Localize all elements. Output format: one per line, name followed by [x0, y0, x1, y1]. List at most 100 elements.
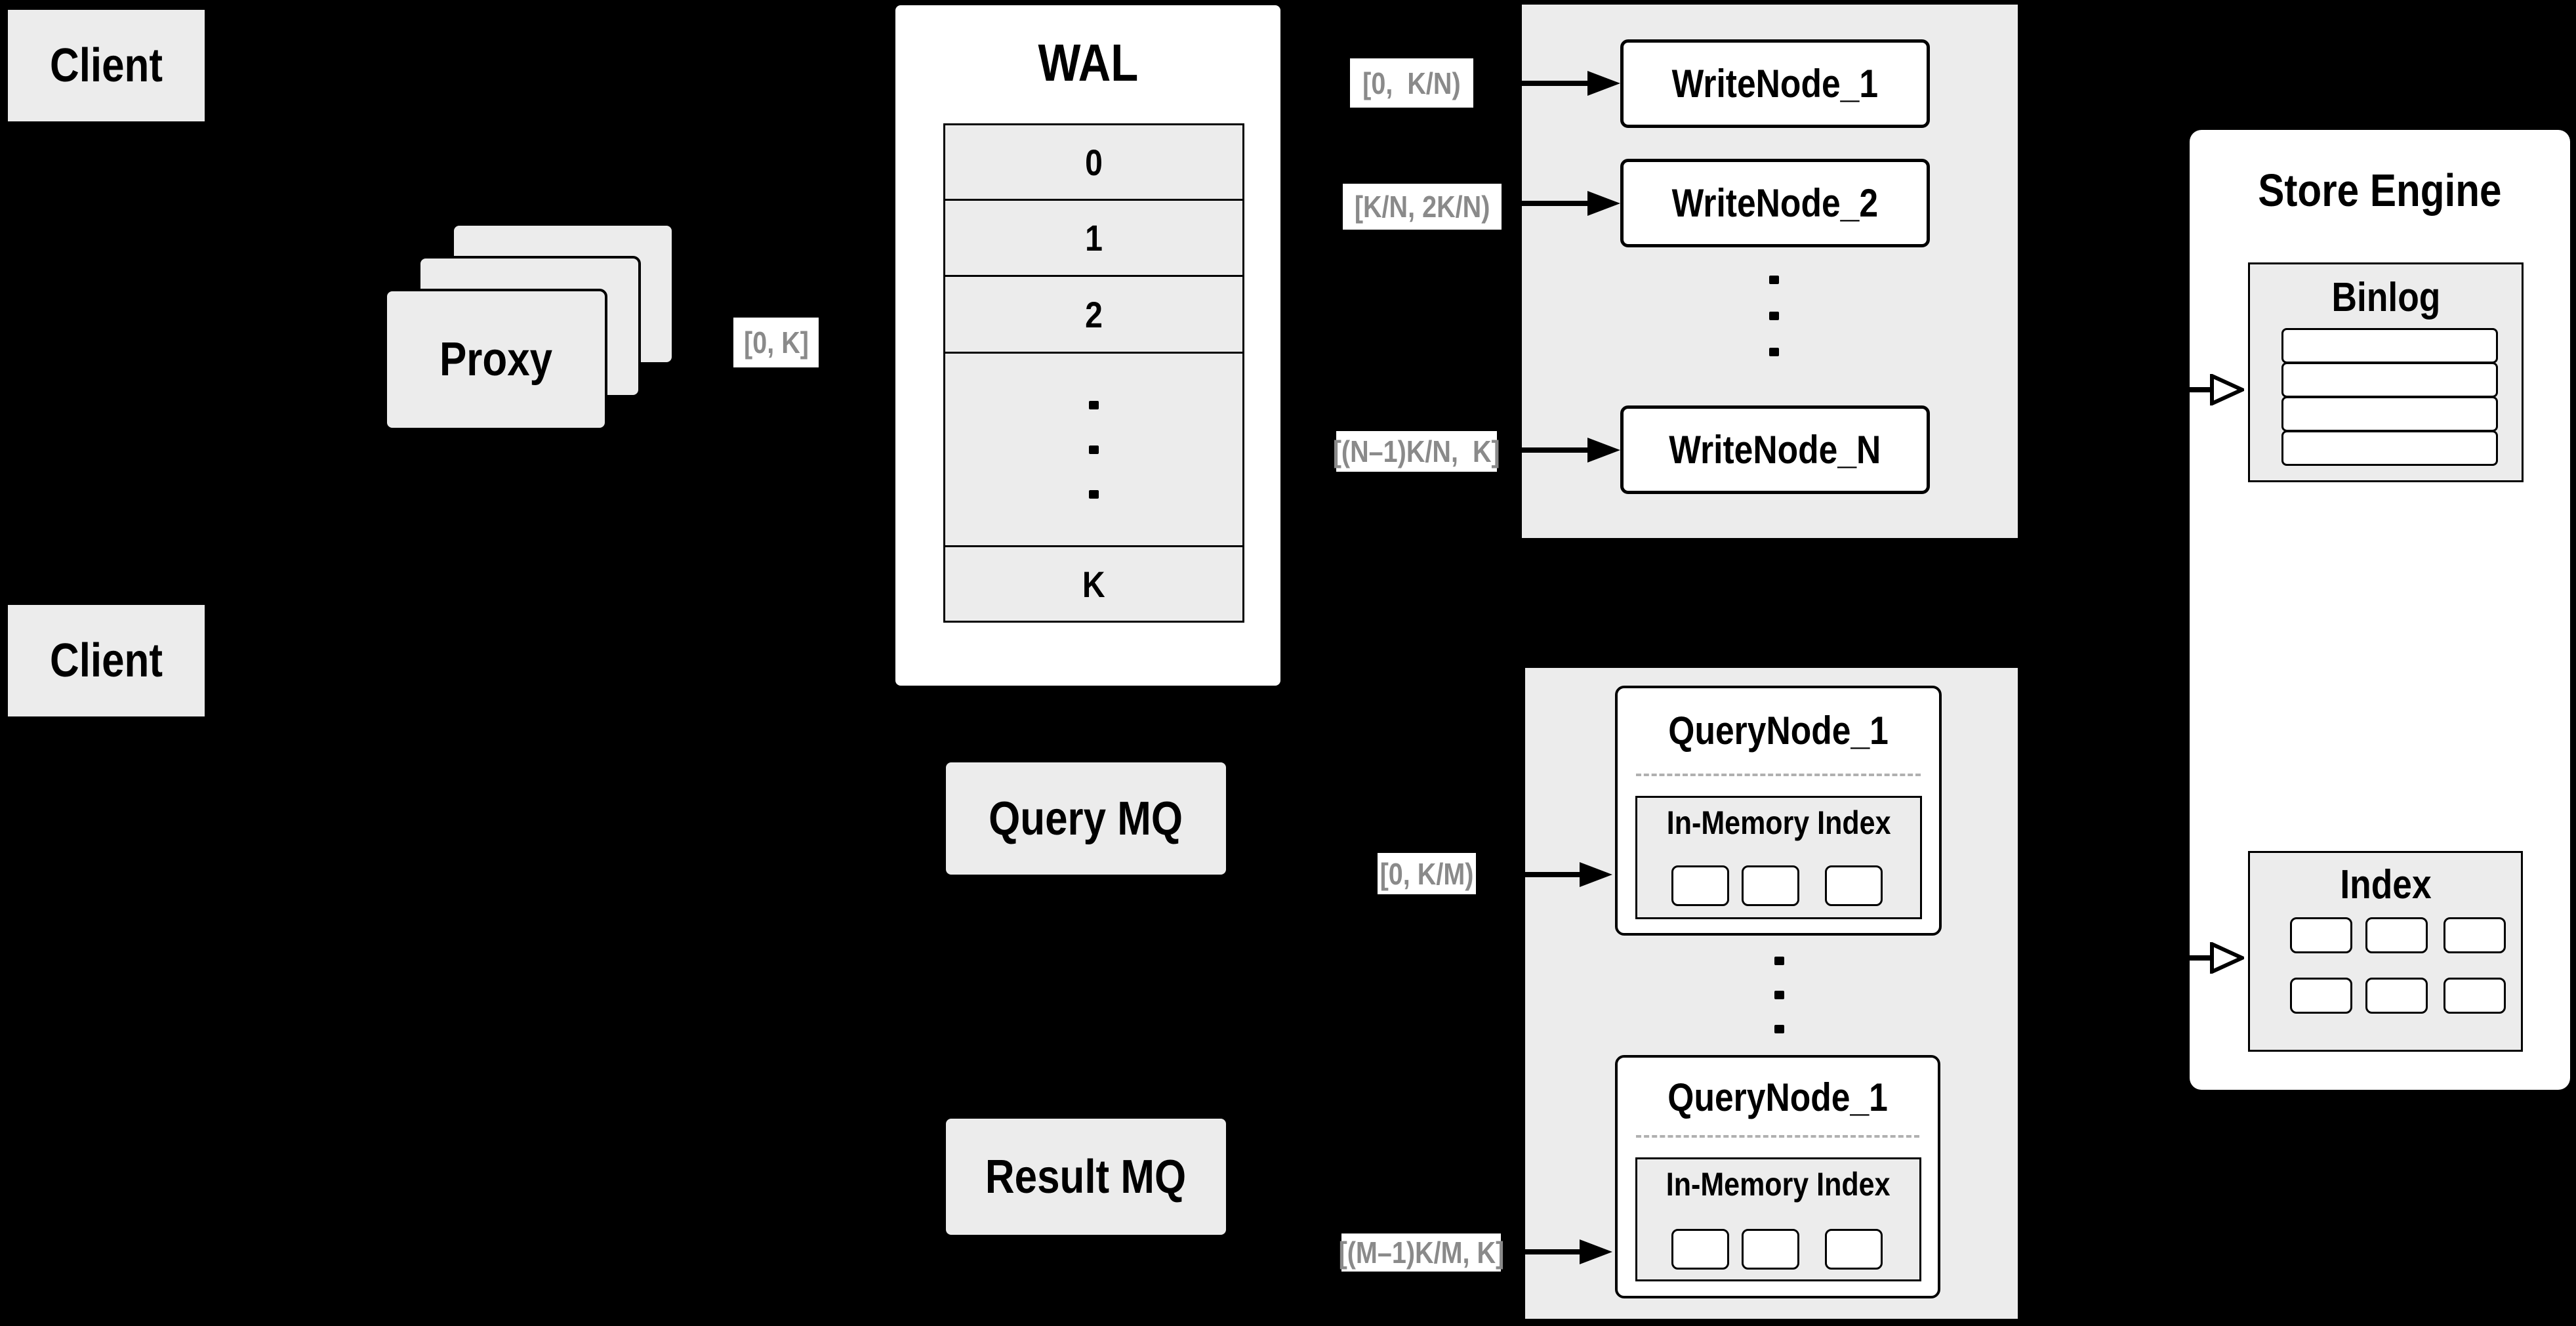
- segment-box: [1742, 865, 1799, 906]
- wal-row-k-label: K: [1082, 563, 1105, 605]
- dot: [1774, 991, 1784, 999]
- query-node-top: QueryNode_1 In-Memory Index: [1615, 686, 1942, 936]
- binlog-row: [2281, 430, 2498, 466]
- query-node-bottom: QueryNode_1 In-Memory Index: [1615, 1055, 1940, 1298]
- arrow-line-querynode-bottom: [1423, 1249, 1580, 1254]
- client-box-top: Client: [8, 10, 205, 121]
- write-vertical-ellipsis: [1769, 276, 1779, 356]
- inmemory-title-wrap: In-Memory Index: [1637, 800, 1920, 845]
- range-chip-query-1: [0, K/M): [1378, 853, 1476, 894]
- binlog-row: [2281, 362, 2498, 398]
- client-bottom-label: Client: [49, 634, 163, 687]
- binlog-box: Binlog: [2248, 262, 2524, 482]
- query-node-top-inmemory-title: In-Memory Index: [1666, 804, 1891, 841]
- segment-box: [1671, 1229, 1729, 1270]
- arrowhead-querynode-top: [1580, 862, 1612, 887]
- index-title: Index: [2339, 861, 2432, 907]
- dot: [1089, 400, 1099, 409]
- dot: [1089, 445, 1099, 454]
- query-vertical-ellipsis: [1774, 957, 1784, 1033]
- query-mq-label: Query MQ: [989, 792, 1183, 845]
- segment-box: [1742, 1229, 1799, 1270]
- index-cell: [2443, 917, 2506, 953]
- index-cell: [2443, 978, 2506, 1014]
- binlog-row: [2281, 396, 2498, 432]
- range-chip-query-m-label: [(M–1)K/M, K]: [1338, 1235, 1504, 1270]
- result-mq-box: Result MQ: [946, 1119, 1226, 1235]
- range-chip-write-1-label: [0, K/N): [1362, 66, 1461, 100]
- wal-table: 0 1 2 K: [943, 123, 1244, 623]
- arrowhead-writenode-2: [1587, 191, 1620, 216]
- arrowhead-querynode-bottom: [1580, 1239, 1612, 1264]
- range-chip-write-1: [0, K/N): [1350, 58, 1473, 108]
- index-cell: [2290, 978, 2352, 1014]
- dot: [1769, 348, 1779, 356]
- index-cell: [2365, 978, 2428, 1014]
- binlog-title: Binlog: [2331, 274, 2440, 320]
- index-cell: [2290, 917, 2352, 953]
- range-chip-proxy: [0, K]: [733, 318, 819, 367]
- store-engine-title: Store Engine: [2258, 165, 2502, 216]
- dot: [1089, 489, 1099, 499]
- index-cell: [2365, 917, 2428, 953]
- write-node-2: WriteNode_2: [1620, 159, 1930, 247]
- arrow-line-writenode-2: [1417, 201, 1587, 206]
- hollow-arrowhead-binlog: [2210, 374, 2244, 405]
- query-node-top-title: QueryNode_1: [1668, 708, 1889, 753]
- inmemory-title-wrap: In-Memory Index: [1637, 1162, 1919, 1207]
- segment-box: [1825, 1229, 1883, 1270]
- wal-row-2: 2: [945, 277, 1242, 354]
- query-node-bottom-inmemory-box: In-Memory Index: [1635, 1157, 1921, 1281]
- wal-row-2-label: 2: [1085, 293, 1103, 335]
- write-node-n: WriteNode_N: [1620, 405, 1930, 494]
- write-node-1-label: WriteNode_1: [1671, 62, 1879, 106]
- wal-panel: WAL 0 1 2 K: [895, 5, 1280, 686]
- range-chip-write-n-label: [(N–1)K/N, K]: [1333, 434, 1500, 468]
- result-mq-label: Result MQ: [985, 1150, 1187, 1203]
- query-node-top-divider: [1636, 774, 1921, 776]
- dot: [1769, 312, 1779, 320]
- arrow-line-writenode-1: [1410, 81, 1587, 86]
- wal-row-dots: [945, 354, 1242, 547]
- segment-box: [1671, 865, 1729, 906]
- range-chip-write-2-label: [K/N, 2K/N): [1354, 190, 1490, 224]
- binlog-row: [2281, 328, 2498, 363]
- proxy-card-front: Proxy: [384, 289, 607, 430]
- write-node-1: WriteNode_1: [1620, 39, 1930, 128]
- index-box: Index: [2248, 851, 2523, 1052]
- range-chip-query-m: [(M–1)K/M, K]: [1338, 1233, 1504, 1272]
- range-chip-write-n: [(N–1)K/N, K]: [1333, 431, 1500, 472]
- arrow-line-querynode-top: [1423, 872, 1580, 877]
- range-chip-proxy-label: [0, K]: [743, 325, 809, 360]
- binlog-title-wrap: Binlog: [2250, 270, 2522, 325]
- dot: [1774, 957, 1784, 965]
- wal-row-0: 0: [945, 125, 1242, 201]
- range-chip-write-2: [K/N, 2K/N): [1343, 184, 1502, 230]
- query-node-top-inmemory-box: In-Memory Index: [1635, 796, 1922, 919]
- hollow-arrowhead-index: [2210, 942, 2244, 974]
- proxy-label: Proxy: [439, 333, 553, 386]
- arrowhead-writenode-1: [1587, 71, 1620, 96]
- wal-row-1: 1: [945, 201, 1242, 277]
- arrowhead-writenode-n: [1587, 438, 1620, 463]
- query-node-bottom-inmemory-title: In-Memory Index: [1666, 1166, 1891, 1203]
- store-engine-panel: Store Engine Binlog Index: [2190, 130, 2570, 1090]
- arrow-line-writenode-n: [1417, 447, 1587, 453]
- arrow-line-binlog: [2138, 387, 2214, 392]
- range-chip-query-1-label: [0, K/M): [1380, 856, 1474, 891]
- wal-row-0-label: 0: [1085, 141, 1103, 183]
- dot: [1774, 1025, 1784, 1033]
- wal-vertical-ellipsis: [1089, 400, 1099, 499]
- arrow-line-index: [2138, 955, 2214, 961]
- wal-title-wrap: WAL: [895, 30, 1280, 96]
- store-engine-title-wrap: Store Engine: [2190, 157, 2570, 223]
- dot: [1769, 276, 1779, 284]
- wal-row-1-label: 1: [1085, 217, 1103, 259]
- wal-title: WAL: [1038, 33, 1138, 92]
- query-node-bottom-divider: [1636, 1135, 1919, 1138]
- write-node-n-label: WriteNode_N: [1669, 428, 1881, 472]
- client-box-bottom: Client: [8, 605, 205, 716]
- query-node-bottom-title: QueryNode_1: [1667, 1075, 1888, 1119]
- query-node-bottom-title-wrap: QueryNode_1: [1618, 1066, 1938, 1129]
